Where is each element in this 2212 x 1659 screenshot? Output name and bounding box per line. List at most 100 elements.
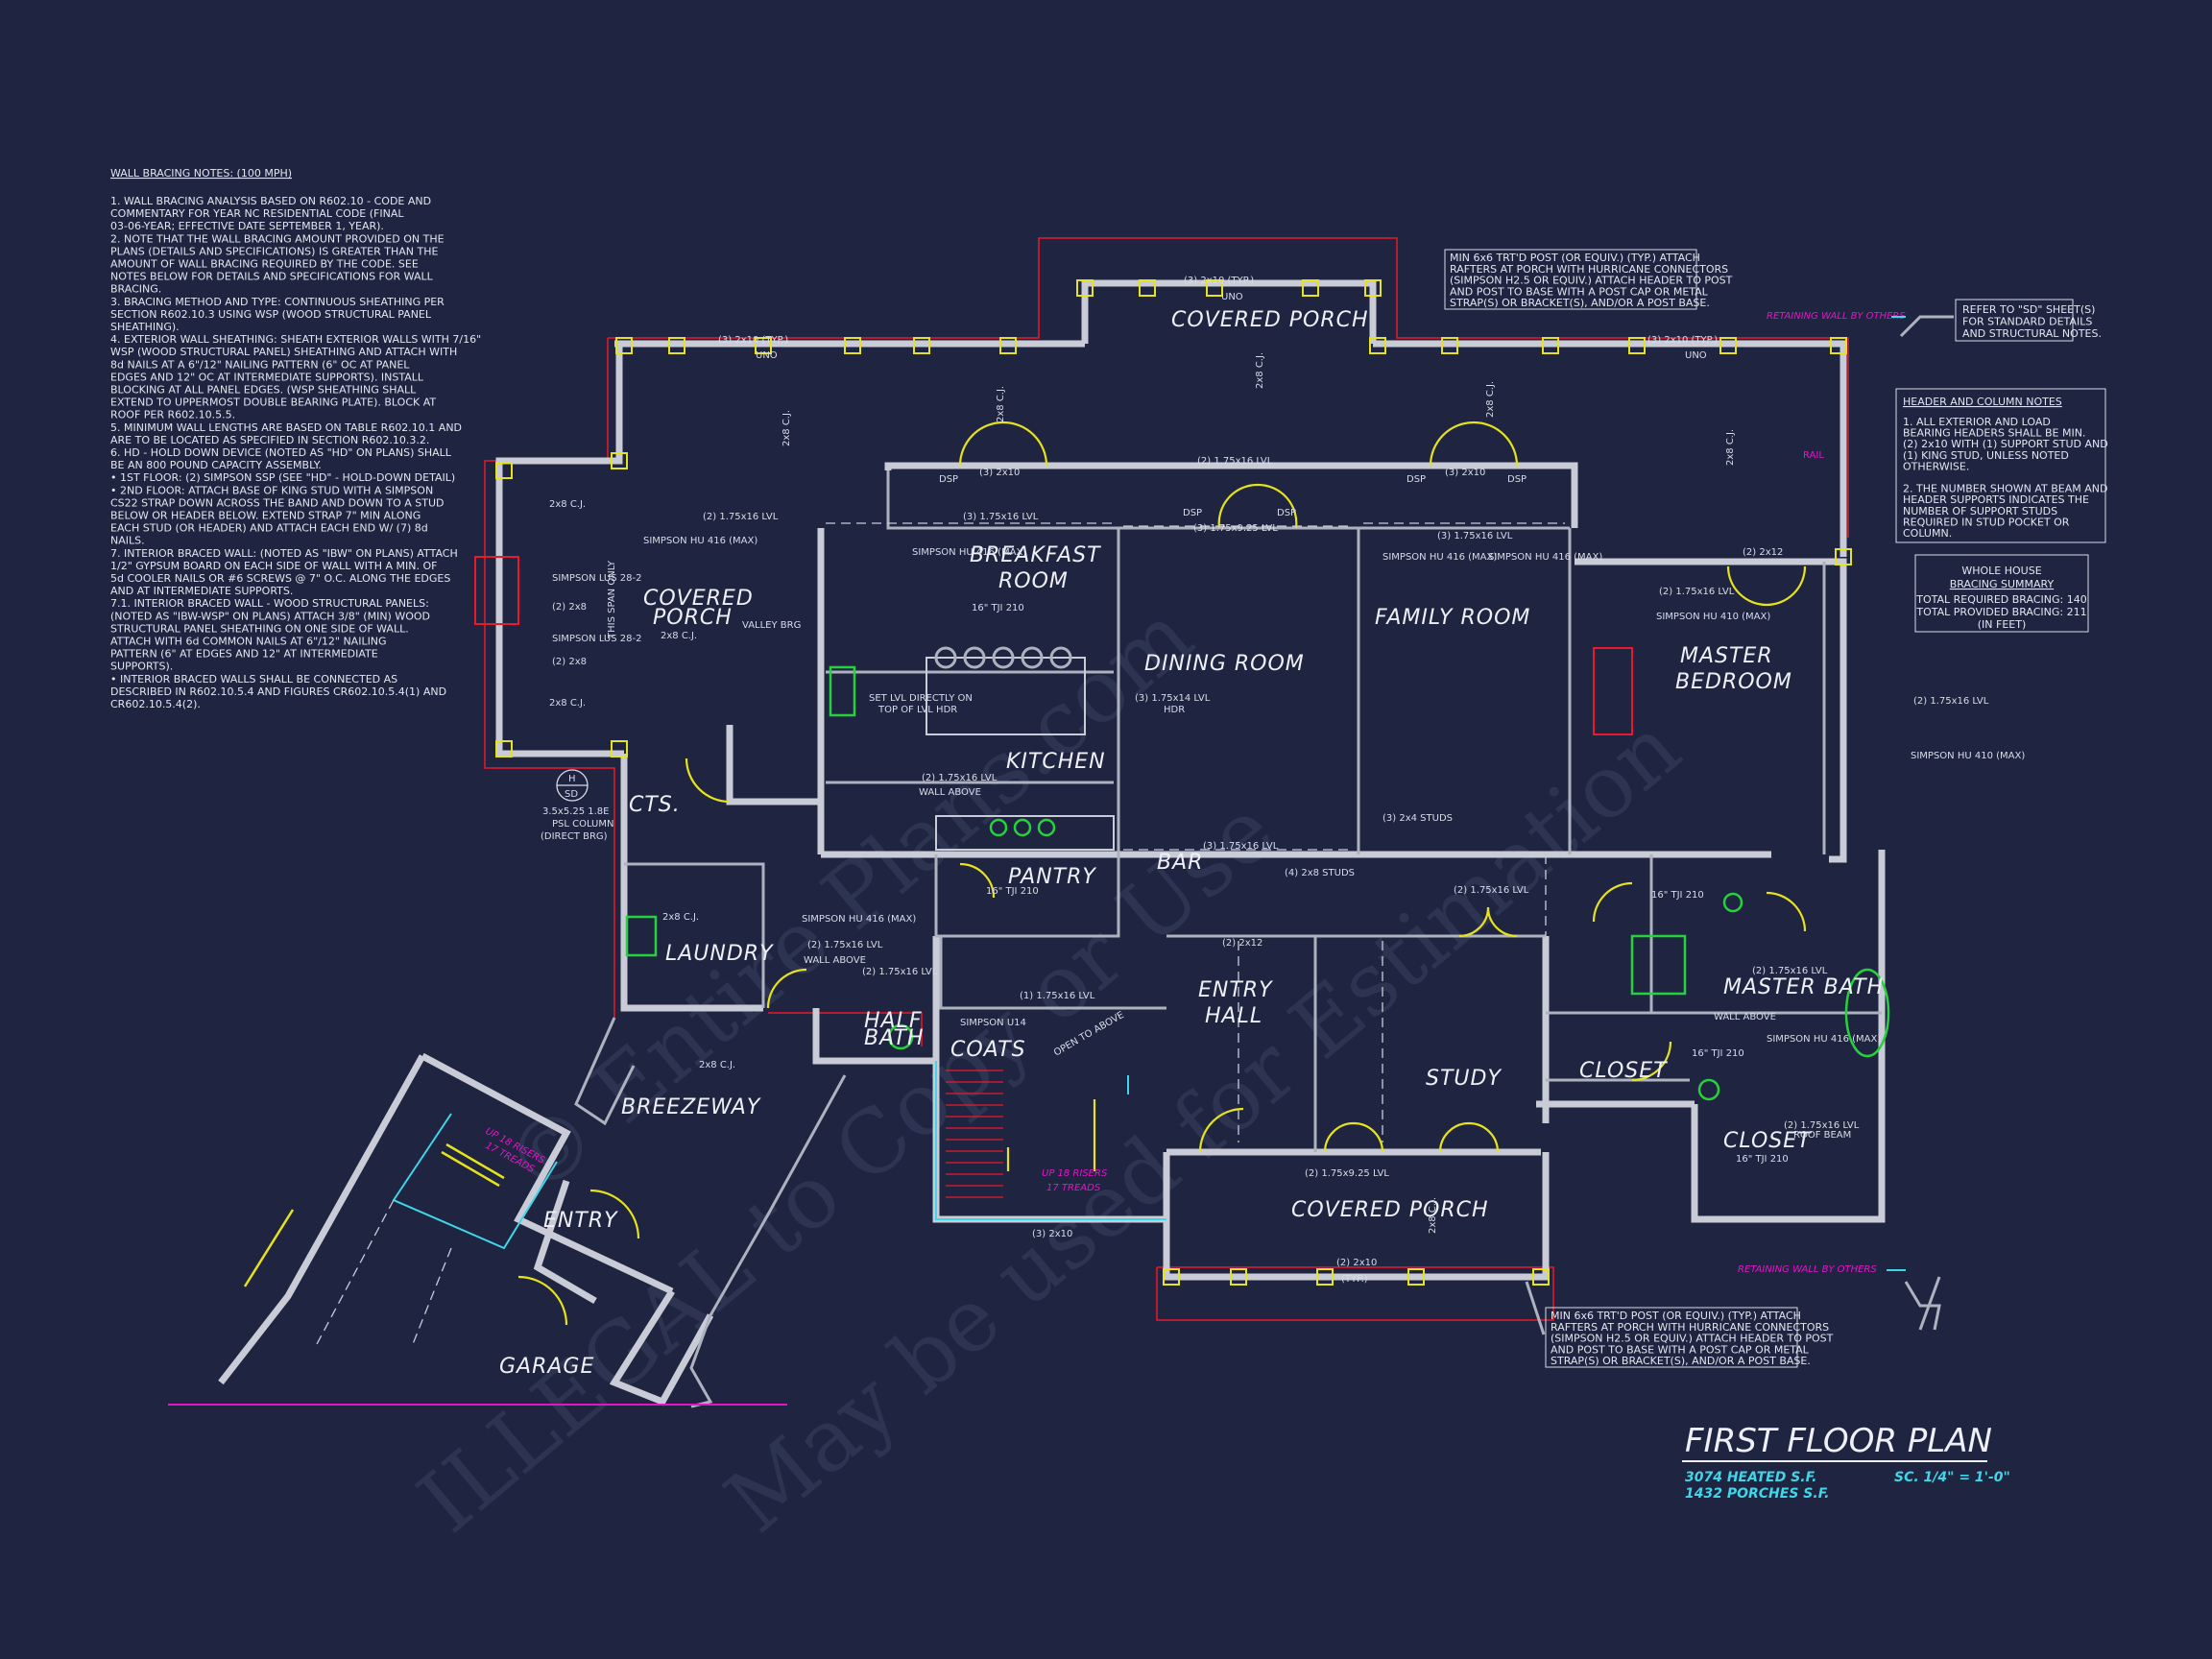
label-tji-pantry: 16" TJI 210 — [986, 886, 1039, 897]
wall-master-right — [1575, 558, 1847, 863]
label-tji-closet: 16" TJI 210 — [1736, 1154, 1789, 1165]
bracing-note-line: 3. BRACING METHOD AND TYPE: CONTINUOUS S… — [110, 296, 445, 308]
room-family: FAMILY ROOM — [1375, 606, 1530, 630]
porch-post — [1369, 337, 1386, 354]
half-bath-sink — [887, 1023, 914, 1050]
bracing-summary-units: (IN FEET) — [1978, 618, 2027, 631]
door-closet — [1631, 1041, 1672, 1082]
door-laundry — [766, 968, 807, 1009]
bracing-summary-box — [1914, 554, 2089, 633]
room-closet-1: CLOSET — [1579, 1059, 1668, 1083]
bracing-summary-required: TOTAL REQUIRED BRACING: 140 — [1915, 593, 2086, 606]
porch-note-top-line: RAFTERS AT PORCH WITH HURRICANE CONNECTO… — [1450, 263, 1728, 276]
room-entry-hall-1: ENTRY — [1198, 978, 1273, 1002]
garage-dash-1 — [316, 1199, 395, 1345]
porch-post — [668, 337, 685, 354]
bracing-note-line: ROOF PER R602.10.5.5. — [110, 409, 235, 421]
wall-breakfast-dining — [886, 470, 1120, 854]
porch-note-top: MIN 6x6 TRT'D POST (OR EQUIV.) (TYP.) AT… — [1444, 249, 1733, 310]
label-lvl-kitchen: (2) 1.75x16 LVL — [922, 773, 998, 783]
bracing-note-line: 8d NAILS AT A 6"/12" NAILING PATTERN (6"… — [110, 358, 410, 371]
label-2x8-2: (2) 2x8 — [552, 657, 587, 667]
label-up-risers-1: UP 18 RISERS — [1042, 1168, 1108, 1179]
bracing-note-line: AMOUNT OF WALL BRACING REQUIRED BY THE C… — [110, 258, 419, 271]
label-lvl-hall: (2) 1.75x16 LVL — [862, 967, 938, 977]
bracing-note-line: 2. NOTE THAT THE WALL BRACING AMOUNT PRO… — [110, 232, 445, 245]
door-cts — [685, 757, 731, 804]
retaining-wall-bottom-line-2 — [1918, 1276, 1941, 1331]
label-header-2x10-stair: (3) 2x10 — [1032, 1229, 1072, 1239]
room-half-bath-2: BATH — [864, 1026, 925, 1050]
wall-house-top — [884, 462, 1578, 528]
room-cts: CTS. — [629, 793, 681, 817]
porch-post — [1542, 337, 1559, 354]
door-breakfast — [958, 421, 1048, 467]
garage-wall-left — [218, 1054, 426, 1385]
label-simpson-lus-1: SIMPSON LUS 28-2 — [552, 573, 641, 584]
wall-left-porch — [495, 344, 624, 757]
header-note-line: OTHERWISE. — [1903, 460, 1969, 472]
fixtures — [474, 556, 1890, 1101]
porch-post — [1441, 337, 1458, 354]
bracing-note-line: BELOW OR HEADER BELOW. EXTEND STRAP 7" M… — [110, 510, 421, 522]
label-cj-3: 2x8 C.J. — [996, 386, 1006, 422]
door-entry-breezeway — [589, 1189, 640, 1239]
room-half-bath-1: HALF — [864, 1009, 923, 1033]
bracing-note-line: 7. INTERIOR BRACED WALL: (NOTED AS "IBW"… — [110, 547, 458, 560]
label-psl-column-2: PSL COLUMN — [552, 819, 613, 830]
interior-walls — [624, 470, 1882, 1152]
label-simpson-master: SIMPSON HU 410 (MAX) — [1656, 612, 1770, 622]
porch-post — [615, 337, 633, 354]
header-column-notes: HEADER AND COLUMN NOTES 1. ALL EXTERIOR … — [1895, 388, 2108, 543]
label-header-right: (3) 2x10 (TYP.) — [1647, 335, 1718, 346]
wall-bracing-notes: WALL BRACING NOTES: (100 MPH) 1. WALL BR… — [110, 167, 481, 710]
porch-post — [913, 337, 930, 354]
porch-note-top-line: (SIMPSON H2.5 OR EQUIV.) ATTACH HEADER T… — [1450, 275, 1733, 287]
label-studs-2x8: (4) 2x8 STUDS — [1285, 868, 1355, 878]
label-lvl-dining: (3) 1.75x9.25 LVL — [1193, 523, 1278, 534]
porch-note-top-line: STRAP(S) OR BRACKET(S), AND/OR A POST BA… — [1450, 297, 1710, 309]
door-study-1 — [1323, 1121, 1384, 1153]
header-note-line: 1. ALL EXTERIOR AND LOAD — [1903, 416, 2051, 428]
header-note-line: (1) KING STUD, UNLESS NOTED — [1903, 449, 2069, 462]
label-simpson-porch: SIMPSON HU 416 (MAX) — [643, 536, 757, 546]
fridge — [829, 665, 856, 717]
label-rail: RAIL — [1803, 450, 1824, 461]
bracing-note-line: CR602.10.5.4(2). — [110, 698, 201, 710]
room-dining: DINING ROOM — [1144, 652, 1305, 676]
label-dsp-4: DSP — [1407, 474, 1426, 485]
property-lines — [484, 237, 1849, 1321]
title-first-floor-plan: FIRST FLOOR PLAN — [1685, 1422, 1992, 1460]
label-tji-hall: 16" TJI 210 — [1692, 1048, 1744, 1059]
porch-posts — [495, 279, 1852, 1286]
label-lvl-hdr-1: (3) 1.75x14 LVL — [1135, 693, 1211, 704]
label-header-2x10-2: (3) 2x10 — [1445, 468, 1485, 478]
title-heated-sf: 3074 HEATED S.F. — [1685, 1470, 1816, 1485]
structural-labels: (3) 2x10 (TYP.) UNO (3) 2x10 (TYP.) UNO … — [484, 276, 2026, 1285]
door-swings — [517, 421, 1807, 1326]
header-notes-box — [1895, 388, 2106, 543]
porch-post — [1163, 1268, 1180, 1286]
wall-coats — [939, 936, 1166, 1010]
label-lvl-master-right: (2) 1.75x16 LVL — [1913, 696, 1989, 707]
porch-post — [999, 337, 1017, 354]
beam-lines — [826, 522, 1565, 1142]
red-line-top — [608, 237, 1849, 538]
bracing-note-line: 5. MINIMUM WALL LENGTHS ARE BASED ON TAB… — [110, 421, 462, 434]
porch-post — [1364, 279, 1382, 297]
garage-stair-outline — [392, 1113, 558, 1250]
label-header-left: (3) 2x10 (TYP.) — [718, 335, 788, 346]
porch-post — [611, 452, 628, 469]
room-covered-porch-bottom: COVERED PORCH — [1291, 1198, 1489, 1222]
bracing-summary-heading-2: BRACING SUMMARY — [1950, 578, 2055, 590]
bracing-note-line: BLOCKING AT ALL PANEL EDGES. (WSP SHEATH… — [110, 384, 417, 397]
room-closet-2: CLOSET — [1723, 1129, 1812, 1153]
room-covered-porch-top: COVERED PORCH — [1171, 308, 1369, 332]
label-lvl-breakfast: (3) 1.75x16 LVL — [963, 512, 1039, 522]
door-study-top — [1458, 906, 1518, 938]
porch-post — [755, 337, 772, 354]
bracing-note-line: CS22 STRAP DOWN ACROSS THE BAND AND DOWN… — [110, 496, 445, 509]
label-header-2x12: (2) 2x12 — [1743, 547, 1783, 558]
